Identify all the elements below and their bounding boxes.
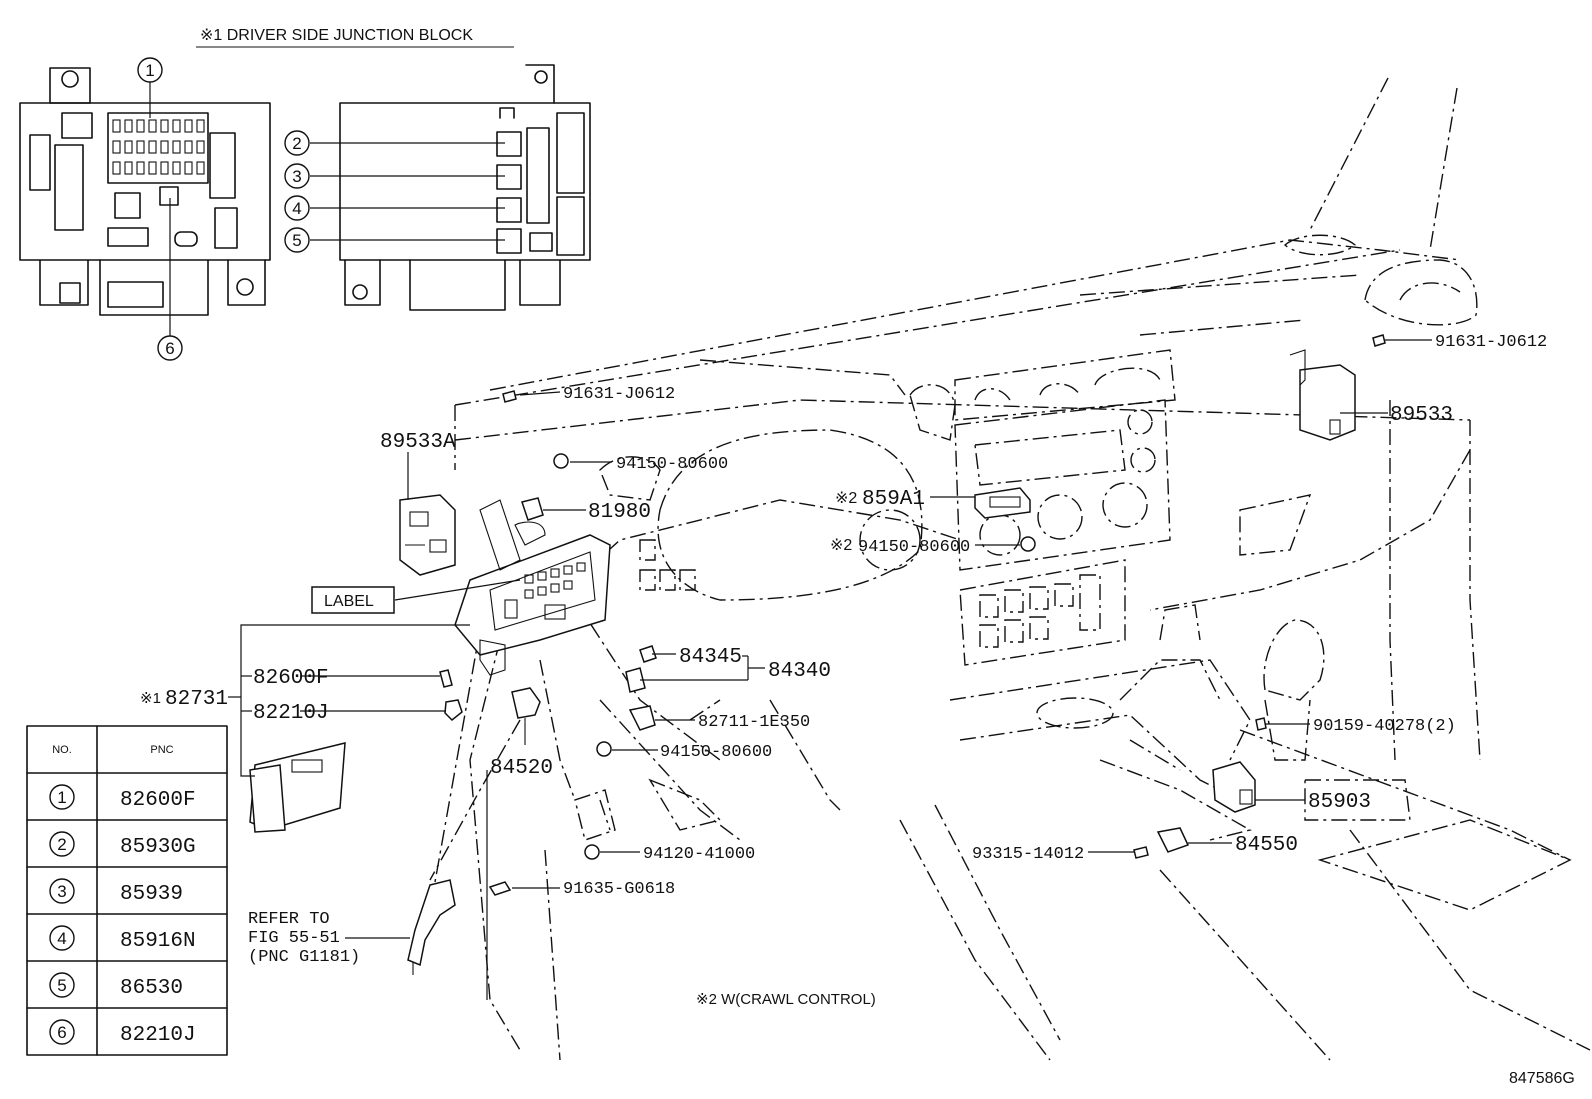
svg-text:6: 6 [57, 1023, 66, 1042]
svg-text:85939: 85939 [120, 883, 183, 906]
label-text: LABEL [324, 593, 374, 610]
refer-line-3: (PNC G1181) [248, 948, 360, 967]
svg-text:2: 2 [292, 134, 301, 153]
svg-text:82210J: 82210J [120, 1024, 196, 1047]
nut-94120 [584, 844, 600, 860]
table-row: 1 82600F [49, 784, 196, 812]
inset-marker-1: 1 [137, 57, 163, 118]
callout-859a1-mark: ※2 [835, 490, 857, 507]
leader-lines [228, 339, 1432, 1000]
callout-84340: 84340 [768, 660, 831, 683]
svg-text:82600F: 82600F [120, 789, 196, 812]
junction-block-rear-view [339, 64, 591, 311]
inset-marker-4: 4 [284, 195, 505, 221]
screw-91631-right [1372, 334, 1386, 347]
bracket-g1181-art [407, 879, 456, 975]
junction-block-front-view [19, 67, 271, 316]
callout-82731-mark: ※1 [140, 690, 161, 707]
junction-block-art [454, 499, 611, 676]
part-82731-art [249, 742, 346, 833]
svg-text:5: 5 [57, 976, 66, 995]
callout-89533: 89533 [1390, 404, 1453, 427]
part-84340-art [625, 645, 657, 693]
callout-82600f: 82600F [253, 667, 329, 690]
callout-94150-mid: 94150-80600 [660, 743, 772, 762]
callout-84550: 84550 [1235, 834, 1298, 857]
pnc-table: NO. PNC 1 82600F 2 85930G 3 85939 4 8591… [26, 725, 228, 1056]
svg-text:1: 1 [57, 788, 66, 807]
inset-marker-3: 3 [284, 163, 505, 189]
callout-94150-right: 94150-80600 [858, 538, 970, 557]
part-89533a-art [399, 494, 456, 576]
callout-94150-right-mark: ※2 [830, 537, 852, 554]
part-89533-art [1289, 349, 1356, 441]
svg-text:85916N: 85916N [120, 930, 196, 953]
part-859a1-art [974, 487, 1031, 519]
callout-90159: 90159-40278(2) [1313, 717, 1456, 736]
callout-94150-top: 94150-80600 [616, 455, 728, 474]
part-82600f-art [439, 669, 453, 688]
svg-text:4: 4 [292, 199, 301, 218]
callout-91631-left: 91631-J0612 [563, 385, 675, 404]
callout-labels: 89533A 91631-J0612 94150-80600 81980 LAB… [140, 333, 1575, 1087]
label-callout: LABEL [311, 586, 395, 614]
part-82711-art [628, 705, 656, 731]
callout-82711: 82711-1E350 [698, 713, 810, 732]
part-84520-art [511, 687, 541, 745]
inset-marker-5: 5 [284, 227, 505, 253]
svg-text:3: 3 [292, 167, 301, 186]
bolt-91635 [488, 881, 512, 896]
crawl-control-note: ※2 W(CRAWL CONTROL) [696, 991, 876, 1008]
table-header-pnc: PNC [150, 744, 173, 756]
inset-marker-2: 2 [284, 130, 505, 156]
part-85903-art [1212, 761, 1256, 813]
callout-94120: 94120-41000 [643, 845, 755, 864]
table-row: 5 86530 [49, 972, 183, 1000]
inset-title: ※1 DRIVER SIDE JUNCTION BLOCK [200, 27, 473, 44]
svg-text:5: 5 [292, 231, 301, 250]
refer-line-1: REFER TO [248, 910, 330, 929]
svg-text:6: 6 [165, 339, 174, 358]
callout-84520: 84520 [490, 757, 553, 780]
callout-91631-right: 91631-J0612 [1435, 333, 1547, 352]
svg-text:3: 3 [57, 882, 66, 901]
bolt-90159 [1255, 717, 1267, 731]
callout-82731: 82731 [165, 688, 228, 711]
callout-89533a: 89533A [380, 431, 456, 454]
bolt-93315 [1133, 846, 1149, 859]
refer-line-2: FIG 55-51 [248, 929, 340, 948]
table-row: 4 85916N [49, 925, 196, 953]
table-row: 2 85930G [49, 831, 196, 859]
table-row: 6 82210J [49, 1019, 196, 1047]
callout-82210j: 82210J [253, 702, 329, 725]
nut-94150-top [553, 453, 569, 469]
part-84550-art [1156, 827, 1190, 853]
table-row: 3 85939 [49, 878, 183, 906]
callout-85903: 85903 [1308, 791, 1371, 814]
junction-block-inset: ※1 DRIVER SIDE JUNCTION BLOCK [19, 27, 591, 361]
callout-93315: 93315-14012 [972, 845, 1084, 864]
part-81980-art [521, 497, 544, 521]
screw-91631-left [502, 390, 517, 403]
callout-81980: 81980 [588, 501, 651, 524]
svg-text:86530: 86530 [120, 977, 183, 1000]
callout-859a1: 859A1 [862, 488, 925, 511]
callout-84345: 84345 [679, 646, 742, 669]
svg-text:2: 2 [57, 835, 66, 854]
svg-text:85930G: 85930G [120, 836, 196, 859]
svg-text:4: 4 [57, 929, 66, 948]
table-header-no: NO. [52, 744, 72, 756]
parts-artwork [249, 334, 1386, 975]
figure-code: 847586G [1509, 1070, 1575, 1087]
nut-94150-right [1020, 536, 1036, 552]
svg-text:1: 1 [145, 61, 154, 80]
inset-marker-6: 6 [157, 198, 183, 361]
nut-94150-mid [596, 741, 612, 757]
part-82210j-art [444, 699, 463, 722]
callout-91635: 91635-G0618 [563, 880, 675, 899]
